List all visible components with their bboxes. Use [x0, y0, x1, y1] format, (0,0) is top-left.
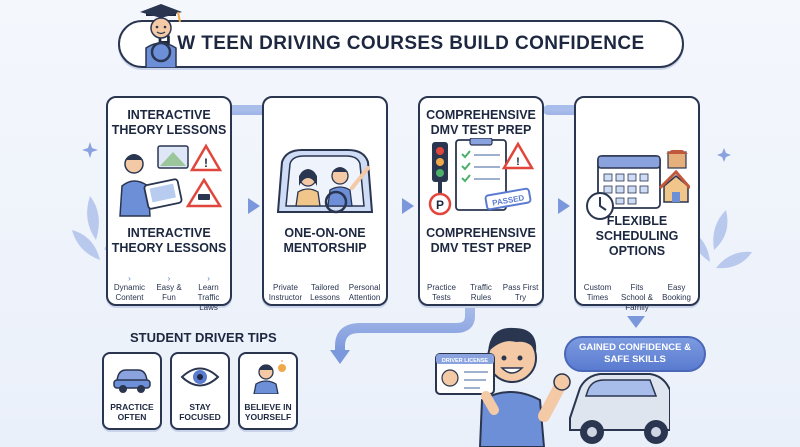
feature-list: Private Instructor Tailored Lessons Pers… [266, 274, 384, 303]
feature-list: ›Dynamic Content ›Easy & Fun ›Learn Traf… [110, 274, 228, 313]
license-card-label: DRIVER LICENSE [442, 358, 488, 364]
tip-stay-focused: STAY FOCUSED [170, 352, 230, 430]
card-flexible-scheduling: FLEXIBLE SCHEDULING OPTIONS Custom Times… [574, 96, 700, 312]
page-title: H W TEEN DRIVING COURSES BUILD CONFIDENC… [157, 33, 645, 54]
test-checklist-illustration: P ! PASSED [428, 138, 534, 216]
svg-text:!: ! [516, 156, 520, 168]
title-banner: H W TEEN DRIVING COURSES BUILD CONFIDENC… [118, 20, 684, 68]
card-subheading: INTERACTIVE THEORY LESSONS [111, 226, 227, 255]
calendar-clock-illustration [586, 150, 690, 220]
feature-item: Traffic Rules [470, 283, 492, 302]
feature-item: Pass First Try [502, 283, 539, 302]
tip-label: BELIEVE IN YOURSELF [244, 402, 292, 422]
card-heading: INTERACTIVE THEORY LESSONS [111, 108, 227, 137]
feature-item: Private Instructor [268, 283, 303, 302]
result-badge: GAINED CONFIDENCE & SAFE SKILLS [564, 336, 706, 372]
svg-text:!: ! [204, 156, 208, 170]
driver-license-card: DRIVER LICENSE [435, 353, 499, 415]
card-subheading: FLEXIBLE SCHEDULING OPTIONS [595, 214, 679, 258]
feature-item: Custom Times [583, 283, 612, 302]
happy-driver-illustration: DRIVER LICENSE [435, 327, 670, 447]
card-mentorship: ONE-ON-ONE MENTORSHIP Private Instructor… [262, 96, 388, 306]
card-subheading: ONE-ON-ONE MENTORSHIP [283, 226, 367, 255]
arrow-right-icon: › [167, 274, 171, 283]
card-dmv-test-prep: COMPREHENSIVE DMV TEST PREP P ! PASSED C… [418, 96, 544, 306]
tip-believe-in-yourself: BELIEVE IN YOURSELF [238, 352, 298, 430]
feature-item: ›Dynamic Content [110, 274, 149, 313]
tip-label: PRACTICE OFTEN [110, 402, 154, 422]
feature-item: Fits School & Family [620, 283, 654, 312]
svg-text:P: P [436, 198, 444, 212]
arrow-right-icon: › [207, 274, 210, 283]
feature-list: Practice Tests Traffic Rules Pass First … [422, 274, 540, 303]
tips-title: STUDENT DRIVER TIPS [130, 330, 277, 345]
car-icon [113, 369, 151, 393]
car-icon-large [569, 373, 670, 444]
card-subheading: COMPREHENSIVE DMV TEST PREP [426, 226, 536, 255]
feature-item: Easy Booking [662, 283, 691, 302]
car-interior-illustration [276, 149, 374, 214]
feature-list: Custom Times Fits School & Family Easy B… [578, 274, 696, 313]
sparkle-icon [82, 142, 98, 158]
feature-item: Personal Attention [348, 283, 381, 302]
card-interactive-theory: INTERACTIVE THEORY LESSONS ! INTERACTIVE… [106, 96, 232, 312]
graduate-mascot-icon [140, 4, 182, 68]
feature-item: ›Easy & Fun [150, 274, 189, 313]
sparkle-icon-2 [717, 148, 731, 162]
card-heading: COMPREHENSIVE DMV TEST PREP [426, 108, 536, 137]
feature-item: Tailored Lessons [310, 283, 340, 302]
tip-practice-often: PRACTICE OFTEN [102, 352, 162, 430]
eye-icon [180, 367, 220, 387]
result-text: GAINED CONFIDENCE & SAFE SKILLS [579, 342, 691, 365]
feature-item: ›Learn Traffic Laws [189, 274, 228, 313]
feature-item: Practice Tests [427, 283, 456, 302]
tip-label: STAY FOCUSED [179, 402, 221, 422]
arrow-right-icon: › [128, 274, 131, 283]
student-tablet-illustration: ! [119, 143, 222, 217]
person-lightbulb-icon [253, 360, 286, 394]
